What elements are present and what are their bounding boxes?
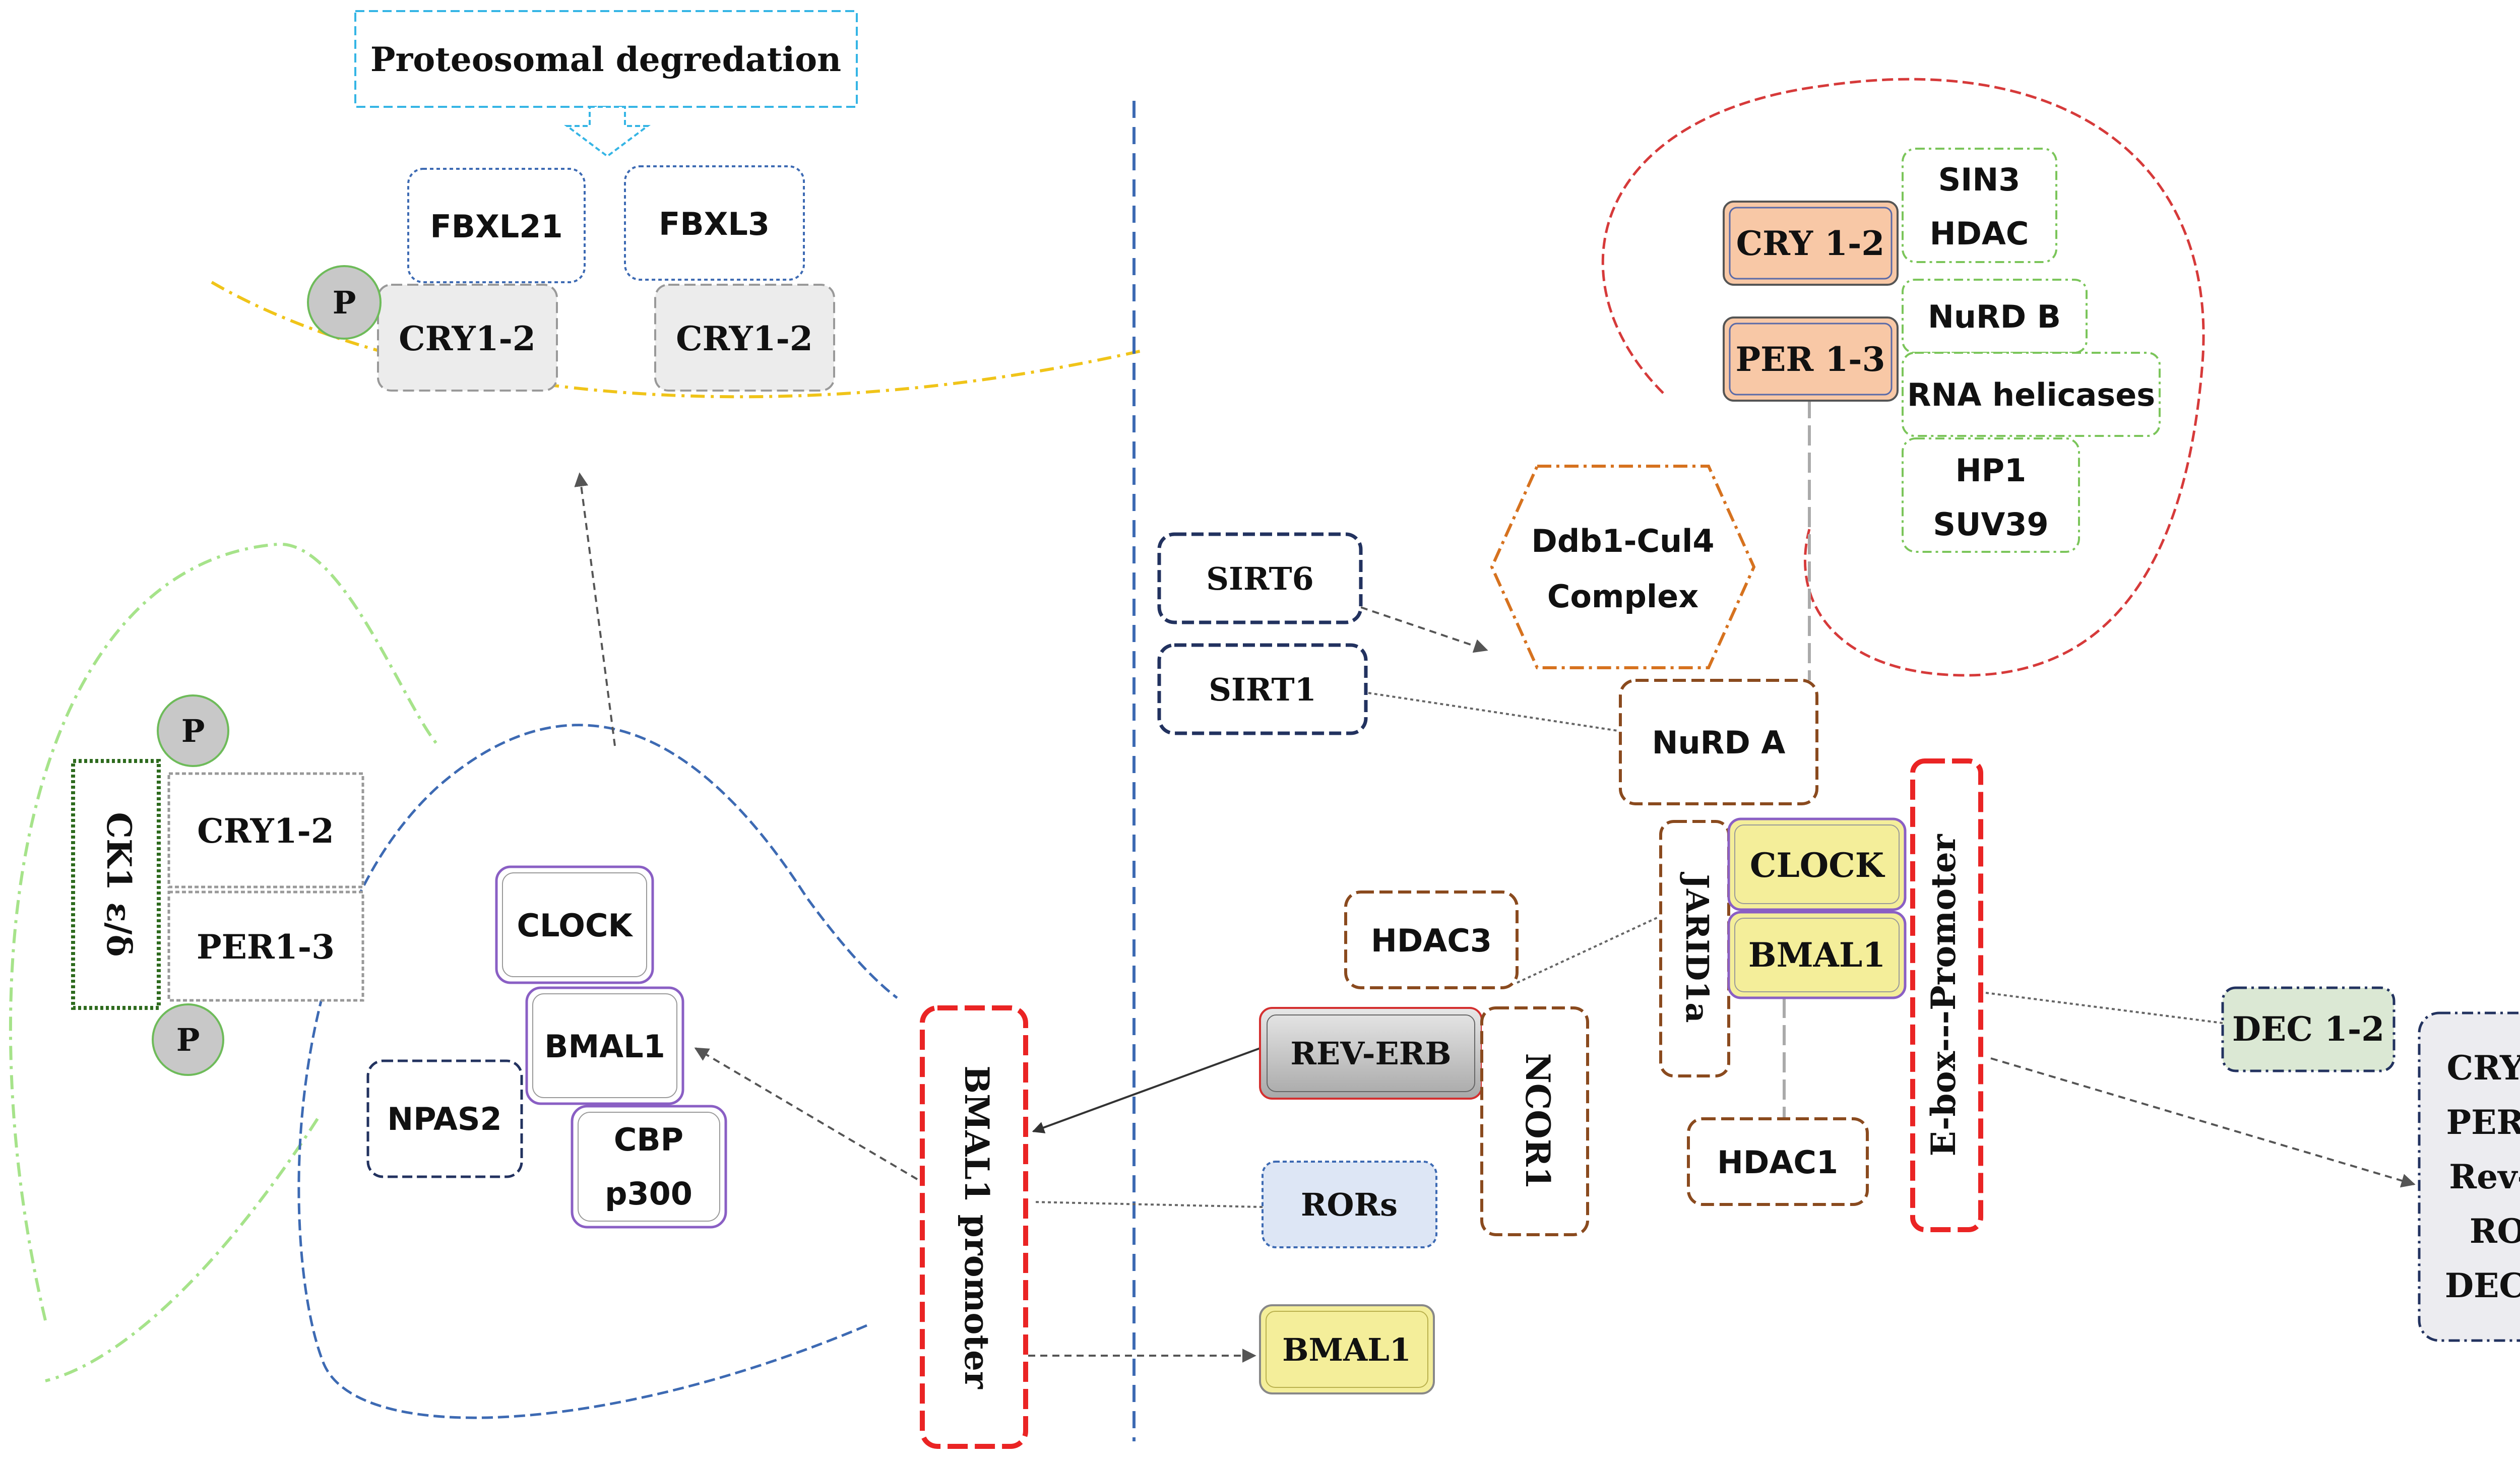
svg-text:RNA helicases: RNA helicases bbox=[1907, 376, 2155, 413]
hdac1-node: HDAC1 bbox=[1687, 1117, 1869, 1206]
phospho-ck1-bottom-node: P bbox=[152, 1003, 224, 1076]
target-gene-rors: RORs bbox=[2470, 1212, 2520, 1251]
target-gene-cry: CRY 1-2 bbox=[2447, 1048, 2520, 1088]
svg-text:NuRD B: NuRD B bbox=[1928, 298, 2061, 335]
connector-sirt6-to-ddb1 bbox=[1360, 606, 1488, 653]
ddb1-cul4-complex-node: Ddb1-Cul4 Complex bbox=[1490, 465, 1756, 669]
repressor-region-boundary-red bbox=[1601, 78, 2205, 677]
cry-ck1-node: CRY1-2 bbox=[167, 772, 364, 888]
target-gene-rev-erb: Rev-erb bbox=[2449, 1157, 2520, 1196]
svg-text:BMAL1: BMAL1 bbox=[1282, 1331, 1411, 1368]
svg-text:CK1 ε/δ: CK1 ε/δ bbox=[99, 812, 139, 957]
svg-text:CRY1-2: CRY1-2 bbox=[676, 319, 813, 358]
svg-text:PER 1-3: PER 1-3 bbox=[1736, 340, 1885, 379]
svg-text:NuRD A: NuRD A bbox=[1652, 724, 1786, 761]
svg-text:CRY 1-2: CRY 1-2 bbox=[1736, 224, 1885, 263]
sin3-hdac-node: SIN3 HDAC bbox=[1902, 148, 2057, 263]
connector-reverb-to-promoter bbox=[1032, 1047, 1261, 1133]
nurd-a-node: NuRD A bbox=[1619, 679, 1818, 805]
svg-text:HDAC1: HDAC1 bbox=[1717, 1144, 1838, 1181]
ck1-kinase-node: CK1 ε/δ bbox=[71, 759, 161, 1010]
npas2-node: NPAS2 bbox=[366, 1059, 523, 1178]
svg-text:RORs: RORs bbox=[1301, 1186, 1398, 1223]
svg-text:CBP: CBP bbox=[614, 1121, 683, 1158]
hdac3-node: HDAC3 bbox=[1344, 890, 1519, 989]
connector-nucleus-to-proteasome bbox=[574, 472, 616, 746]
svg-text:NCOR1: NCOR1 bbox=[1518, 1053, 1557, 1189]
cry-proteasome-left-node: CRY1-2 bbox=[377, 284, 558, 392]
sirt6-node: SIRT6 bbox=[1157, 532, 1363, 624]
proteasomal-degradation-node: Proteosomal degredation bbox=[354, 10, 858, 108]
rna-helicases-node: RNA helicases bbox=[1902, 352, 2161, 437]
svg-text:SIRT6: SIRT6 bbox=[1206, 560, 1314, 597]
cry-proteasome-right-node: CRY1-2 bbox=[654, 284, 835, 392]
svg-text:CRY1-2: CRY1-2 bbox=[399, 319, 536, 358]
jarid1a-node: JARID1a bbox=[1659, 820, 1730, 1077]
connector-sirt1-to-nurd bbox=[1368, 692, 1618, 732]
target-genes-node: CRY 1-2 PER 1-3 Rev-erb RORs DEC 1-2 bbox=[2418, 1011, 2520, 1342]
svg-text:FBXL21: FBXL21 bbox=[430, 208, 562, 245]
connector-hdac3-to-jarid bbox=[1517, 916, 1659, 984]
svg-text:PER1-3: PER1-3 bbox=[197, 927, 335, 967]
cry-repressor-node: CRY 1-2 bbox=[1723, 201, 1899, 286]
ncor1-node: NCOR1 bbox=[1480, 1006, 1589, 1236]
bmal1-right-node: BMAL1 bbox=[1727, 911, 1907, 999]
ebox-promoter-node: E-box---Promoter bbox=[1910, 758, 1983, 1232]
cytoplasm-boundary-yellow bbox=[211, 281, 1145, 399]
svg-text:HP1: HP1 bbox=[1956, 452, 2026, 489]
fbxl3-node: FBXL3 bbox=[624, 165, 805, 281]
phospho-proteasome-node: P bbox=[307, 265, 382, 340]
svg-text:Ddb1-Cul4: Ddb1-Cul4 bbox=[1531, 523, 1714, 559]
cytoplasm-boundary-green bbox=[9, 542, 440, 1382]
svg-text:HDAC: HDAC bbox=[1930, 215, 2029, 252]
hollow-down-arrow bbox=[564, 106, 651, 158]
dec-node: DEC 1-2 bbox=[2221, 986, 2396, 1072]
connector-ebox-to-targets bbox=[1990, 1057, 2416, 1188]
bmal1-output-node: BMAL1 bbox=[1259, 1304, 1435, 1394]
proteasomal-degradation-label: Proteosomal degredation bbox=[370, 40, 841, 79]
sirt1-node: SIRT1 bbox=[1157, 643, 1368, 735]
bmal1-left-node: BMAL1 bbox=[525, 986, 684, 1105]
svg-text:CLOCK: CLOCK bbox=[1750, 846, 1885, 885]
connector-ebox-to-dec bbox=[1985, 992, 2223, 1024]
svg-text:CRY1-2: CRY1-2 bbox=[197, 811, 334, 851]
svg-text:BMAL1: BMAL1 bbox=[1748, 935, 1885, 975]
svg-text:JARID1a: JARID1a bbox=[1679, 871, 1716, 1023]
target-gene-dec: DEC 1-2 bbox=[2445, 1266, 2520, 1305]
svg-text:HDAC3: HDAC3 bbox=[1371, 922, 1492, 959]
cbp-p300-node: CBP p300 bbox=[571, 1105, 727, 1229]
per-repressor-node: PER 1-3 bbox=[1723, 316, 1899, 402]
hp1-suv39-node: HP1 SUV39 bbox=[1902, 437, 2080, 553]
connector-promoter-to-bmal1 bbox=[694, 1047, 918, 1180]
clock-left-node: CLOCK bbox=[495, 865, 654, 984]
bmal1-promoter-node: BMAL1 promoter bbox=[920, 1005, 1028, 1449]
fbxl21-node: FBXL21 bbox=[407, 168, 586, 283]
clock-right-node: CLOCK bbox=[1727, 817, 1907, 911]
svg-text:REV-ERB: REV-ERB bbox=[1290, 1035, 1451, 1072]
svg-text:P: P bbox=[176, 1022, 200, 1058]
svg-text:BMAL1: BMAL1 bbox=[544, 1028, 665, 1065]
svg-text:DEC 1-2: DEC 1-2 bbox=[2232, 1009, 2384, 1049]
phospho-ck1-top-node: P bbox=[157, 694, 229, 767]
svg-text:P: P bbox=[333, 284, 356, 321]
svg-text:P: P bbox=[181, 713, 205, 749]
svg-text:SUV39: SUV39 bbox=[1933, 506, 2048, 543]
per-ck1-node: PER1-3 bbox=[167, 890, 364, 1002]
svg-text:NPAS2: NPAS2 bbox=[387, 1101, 501, 1137]
svg-text:BMAL1 promoter: BMAL1 promoter bbox=[957, 1065, 996, 1389]
svg-text:SIN3: SIN3 bbox=[1938, 161, 2021, 198]
rev-erb-node: REV-ERB bbox=[1259, 1007, 1483, 1100]
svg-text:Complex: Complex bbox=[1547, 578, 1698, 615]
svg-text:CLOCK: CLOCK bbox=[517, 907, 633, 944]
target-gene-per: PER 1-3 bbox=[2446, 1103, 2520, 1142]
svg-text:FBXL3: FBXL3 bbox=[659, 206, 770, 242]
svg-text:SIRT1: SIRT1 bbox=[1209, 671, 1316, 708]
rors-node: RORs bbox=[1262, 1161, 1437, 1248]
connector-rors-to-promoter bbox=[1033, 1201, 1263, 1208]
nurd-b-node: NuRD B bbox=[1902, 279, 2088, 354]
svg-text:E-box---Promoter: E-box---Promoter bbox=[1924, 834, 1963, 1156]
svg-text:p300: p300 bbox=[605, 1175, 692, 1212]
